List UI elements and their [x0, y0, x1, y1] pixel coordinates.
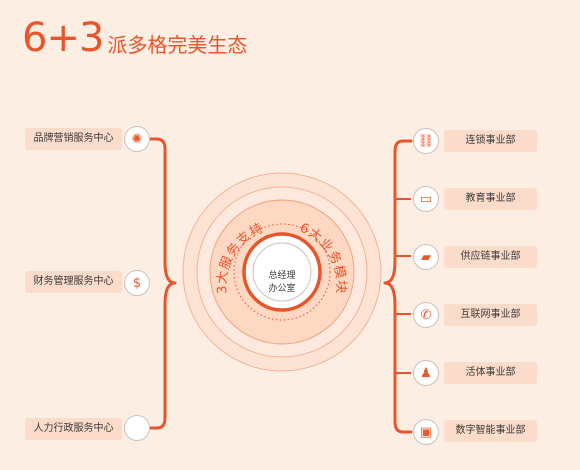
title-number: 6+3 [22, 15, 104, 61]
pet-icon: ♟ [413, 360, 439, 386]
right-item-chain: 连锁事业部 [444, 130, 537, 152]
left-bracket [148, 137, 177, 430]
digital-icon: ▣ [413, 419, 439, 445]
right-item-live: 活体事业部 [444, 362, 537, 384]
left-item-brand: 品牌营销服务中心 [25, 128, 122, 150]
book-icon: ▭ [413, 186, 439, 212]
right-bracket [383, 139, 413, 434]
lightbulb-icon: ✺ [124, 126, 150, 152]
money-icon: $ [124, 270, 150, 296]
right-item-education: 教育事业部 [444, 188, 537, 210]
right-item-digital: 数字智能事业部 [444, 420, 537, 442]
left-item-finance: 财务管理服务中心 [25, 271, 122, 293]
right-item-internet: 互联网事业部 [444, 304, 537, 326]
right-item-supply: 供应链事业部 [444, 246, 537, 268]
link-icon: ⛓ [413, 128, 439, 154]
network-icon: ✆ [413, 302, 439, 328]
center-line1: 总经理 [268, 271, 296, 281]
right-connectors [395, 198, 411, 374]
center-label: 总经理 办公室 [262, 270, 302, 296]
title-text: 派多格完美生态 [107, 33, 248, 57]
center-core-inner [252, 242, 312, 302]
dotted-ring [233, 223, 331, 321]
page-title: 6+3 派多格完美生态 [22, 8, 247, 60]
people-icon [124, 415, 150, 441]
left-item-hr: 人力行政服务中心 [25, 418, 122, 440]
truck-icon: ▰ [413, 244, 439, 270]
center-line2: 办公室 [268, 284, 296, 294]
